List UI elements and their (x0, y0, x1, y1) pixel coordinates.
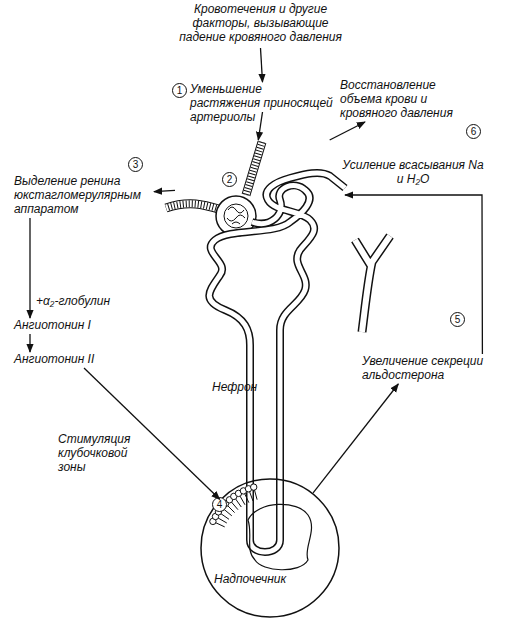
node-text: Выделение ренина юкстагломерулярным аппа… (14, 174, 154, 216)
step-text: Увеличение секреции альдостерона (362, 354, 507, 384)
flow-arrow (313, 384, 398, 493)
callout-number: 3 (128, 157, 143, 172)
callout-number: 2 (222, 172, 237, 187)
substance-text: Ангиотонин I (14, 318, 114, 334)
callout-number: 4 (212, 497, 227, 512)
node-text: Ангиотонин II (14, 352, 114, 366)
circle-outline-shape (201, 479, 339, 617)
callout-number: 1 (172, 83, 187, 98)
flow-arrow (261, 48, 263, 82)
node-text: Восстановление объема крови и кровяного … (340, 78, 465, 120)
flow-arrow (84, 368, 220, 499)
edge-label: Усиление всасывания Na и H₂O (338, 158, 488, 186)
edge-label: +α₂-глобулин (36, 294, 136, 308)
afferent-arteriole (246, 142, 262, 195)
edge-label: Стимуляция клубочковой зоны (58, 432, 148, 474)
flow-arrow (258, 112, 262, 140)
node-text: Увеличение секреции альдостерона (362, 354, 507, 382)
node-text: Уменьшение растяжения приносящей артерио… (190, 82, 335, 124)
nephron-region: Нефрон (175, 140, 345, 560)
step-text: Выделение ренина юкстагломерулярным аппа… (14, 174, 154, 218)
node-text: Кровотечения и другие факторы, вызывающи… (168, 2, 353, 44)
node-text: Ангиотонин I (14, 318, 114, 332)
flow-arrow (29, 334, 30, 352)
flow-arrow (154, 190, 175, 191)
callout-number: 6 (466, 124, 481, 139)
node-text: Надпочечник (214, 572, 286, 586)
node-text: Нефрон (212, 380, 257, 394)
blood-vessel (355, 236, 390, 332)
nephron-tubule (209, 173, 345, 552)
flow-arrow (330, 122, 365, 140)
substance-text: Ангиотонин II (14, 352, 114, 368)
adrenal-medulla (248, 504, 312, 569)
result-text: Восстановление объема крови и кровяного … (340, 78, 465, 122)
efferent-arteriole (166, 204, 222, 210)
step-text: Уменьшение растяжения приносящей артерио… (190, 82, 335, 112)
cause-text: Кровотечения и другие факторы, вызывающи… (168, 2, 353, 48)
flow-arrow (345, 195, 482, 354)
flow-arrow (29, 218, 30, 318)
callout-number: 5 (450, 312, 465, 327)
